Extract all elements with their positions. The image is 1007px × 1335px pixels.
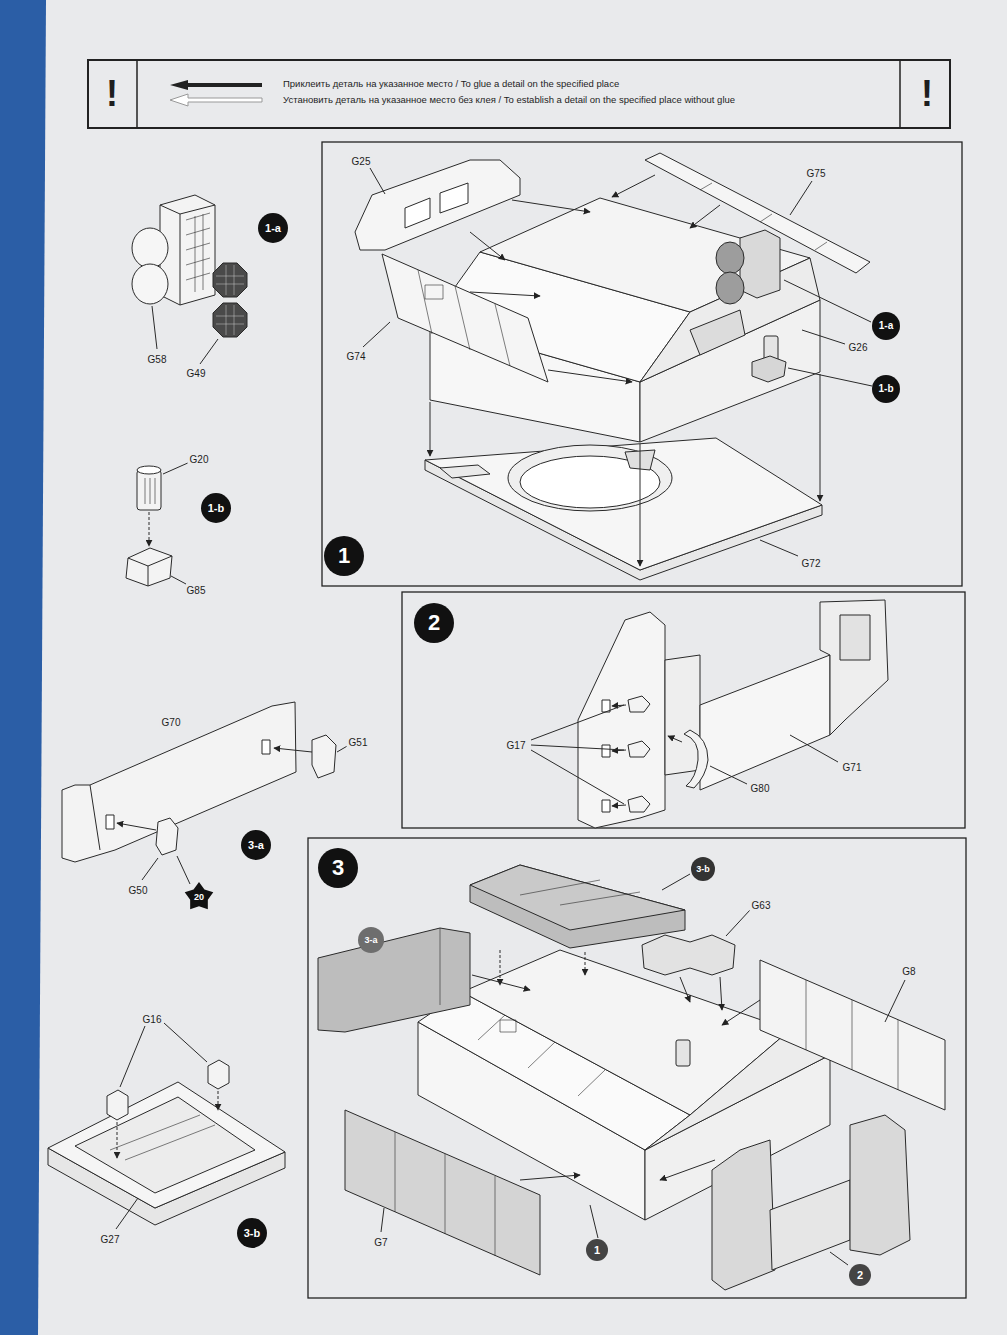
step-number-text: 3 [332, 857, 344, 879]
sub-assembly-callout-text: 3-a [248, 840, 264, 851]
glue-arrow [170, 80, 262, 90]
part-number: G75 [805, 168, 828, 179]
circle-outline [872, 375, 900, 403]
circle-outline [358, 927, 384, 953]
circle-outline [318, 848, 358, 888]
circle-outline [872, 312, 900, 340]
sub-assembly-callout: 1-b [201, 493, 231, 523]
sub-assembly-callout: 3-b [237, 1218, 267, 1248]
circle-outline [258, 213, 288, 243]
step-number: 3 [318, 848, 358, 888]
paint-star: 20 [184, 882, 214, 912]
part-number: G49 [185, 368, 208, 379]
part-number: G58 [146, 354, 169, 365]
sub-assembly-callout-text: 3-a [364, 936, 377, 945]
part-number: G20 [188, 454, 211, 465]
sub-assembly-callout-text: 1-b [879, 384, 894, 394]
circle-outline [586, 1239, 608, 1261]
header-frame [88, 60, 950, 128]
circle-outline [201, 493, 231, 523]
paint-star-text: 20 [194, 893, 204, 902]
step-reference: 1 [586, 1239, 608, 1261]
part-number: G63 [750, 900, 773, 911]
part-number: G70 [160, 717, 183, 728]
sub-assembly-callout: 1-a [258, 213, 288, 243]
sub-assembly-callout: 3-a [358, 927, 384, 953]
part-number: G17 [505, 740, 528, 751]
step-number: 1 [324, 536, 364, 576]
step-number-text: 2 [428, 612, 440, 634]
part-number: G26 [847, 342, 870, 353]
part-number: G71 [841, 762, 864, 773]
sub-assembly-callout-text: 3-b [696, 865, 710, 874]
sub-assembly-callout: 1-b [872, 375, 900, 403]
part-number: G25 [350, 156, 373, 167]
blue-background [0, 0, 46, 1335]
step-reference: 2 [849, 1264, 871, 1286]
circle-outline [691, 857, 715, 881]
part-number: G16 [141, 1014, 164, 1025]
step-number: 2 [414, 603, 454, 643]
sub-assembly-callout: 1-a [872, 312, 900, 340]
no-glue-arrow [170, 94, 262, 106]
legend-text: Установить деталь на указанное место без… [282, 94, 736, 105]
legend-text: Приклеить деталь на указанное место / To… [282, 78, 620, 89]
part-number: G7 [372, 1237, 389, 1248]
part-number: G50 [127, 885, 150, 896]
circle-outline [849, 1264, 871, 1286]
part-number: G51 [347, 737, 370, 748]
circle-outline [241, 830, 271, 860]
part-number: G85 [185, 585, 208, 596]
sub-assembly-callout-text: 3-b [244, 1228, 261, 1239]
sub-assembly-callout: 3-b [691, 857, 715, 881]
sub-assembly-callout-text: 1-b [208, 503, 225, 514]
step-panel [308, 142, 966, 1298]
circle-outline [237, 1218, 267, 1248]
warning-mark: ! [919, 73, 935, 114]
part-number: G72 [800, 558, 823, 569]
part-number: G27 [99, 1234, 122, 1245]
part-number: G8 [900, 966, 917, 977]
star-outline [185, 882, 214, 909]
parts-drawing [48, 153, 945, 1290]
circle-outline [324, 536, 364, 576]
step-reference-text: 2 [857, 1270, 863, 1281]
step-number-text: 1 [338, 545, 350, 567]
sub-assembly-callout-text: 1-a [265, 223, 281, 234]
warning-mark: ! [104, 73, 120, 114]
sub-assembly-callout: 3-a [241, 830, 271, 860]
step-reference-text: 1 [594, 1245, 600, 1256]
part-number: G74 [345, 351, 368, 362]
sub-assembly-callout-text: 1-a [879, 321, 893, 331]
part-number: G80 [749, 783, 772, 794]
circle-outline [414, 603, 454, 643]
